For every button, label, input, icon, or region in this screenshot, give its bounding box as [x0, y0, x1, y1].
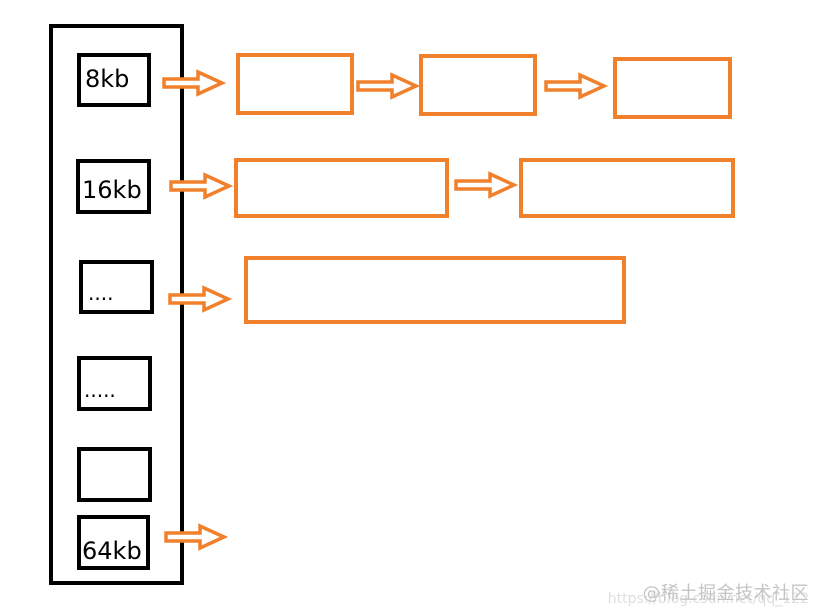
block-16kb-2 — [519, 158, 735, 218]
slot-empty — [77, 447, 152, 502]
arrow-16kb-to-block-1 — [169, 173, 231, 199]
arrow-8kb-block-2-to-3 — [544, 73, 606, 99]
slot-label-64kb: 64kb — [82, 537, 142, 565]
block-8kb-1 — [236, 53, 354, 115]
arrow-8kb-block-1-to-2 — [356, 73, 418, 99]
slot-label-8kb: 8kb — [85, 65, 129, 93]
slot-ellipsis-1: .... — [79, 260, 154, 314]
slot-ellipsis-2: ..... — [77, 356, 152, 411]
block-8kb-3 — [613, 57, 732, 119]
slot-16kb: 16kb — [76, 159, 151, 214]
arrow-ellipsis-to-block-1 — [168, 286, 230, 312]
slot-label-ellipsis-1: .... — [88, 281, 113, 305]
slot-label-16kb: 16kb — [82, 176, 142, 204]
arrow-16kb-block-1-to-2 — [454, 172, 516, 198]
slot-8kb: 8kb — [77, 53, 151, 107]
arrow-8kb-to-block-1 — [162, 70, 224, 96]
block-8kb-2 — [419, 54, 537, 116]
watermark: @稀土掘金技术社区 — [642, 583, 809, 604]
block-16kb-1 — [234, 158, 449, 218]
watermark-url: https://blog.csdn.net/qq_122 — [607, 591, 809, 607]
slot-label-ellipsis-2: ..... — [84, 378, 116, 402]
arrow-64kb — [164, 524, 226, 550]
block-ellipsis-1 — [244, 256, 626, 324]
slot-64kb: 64kb — [77, 515, 150, 570]
